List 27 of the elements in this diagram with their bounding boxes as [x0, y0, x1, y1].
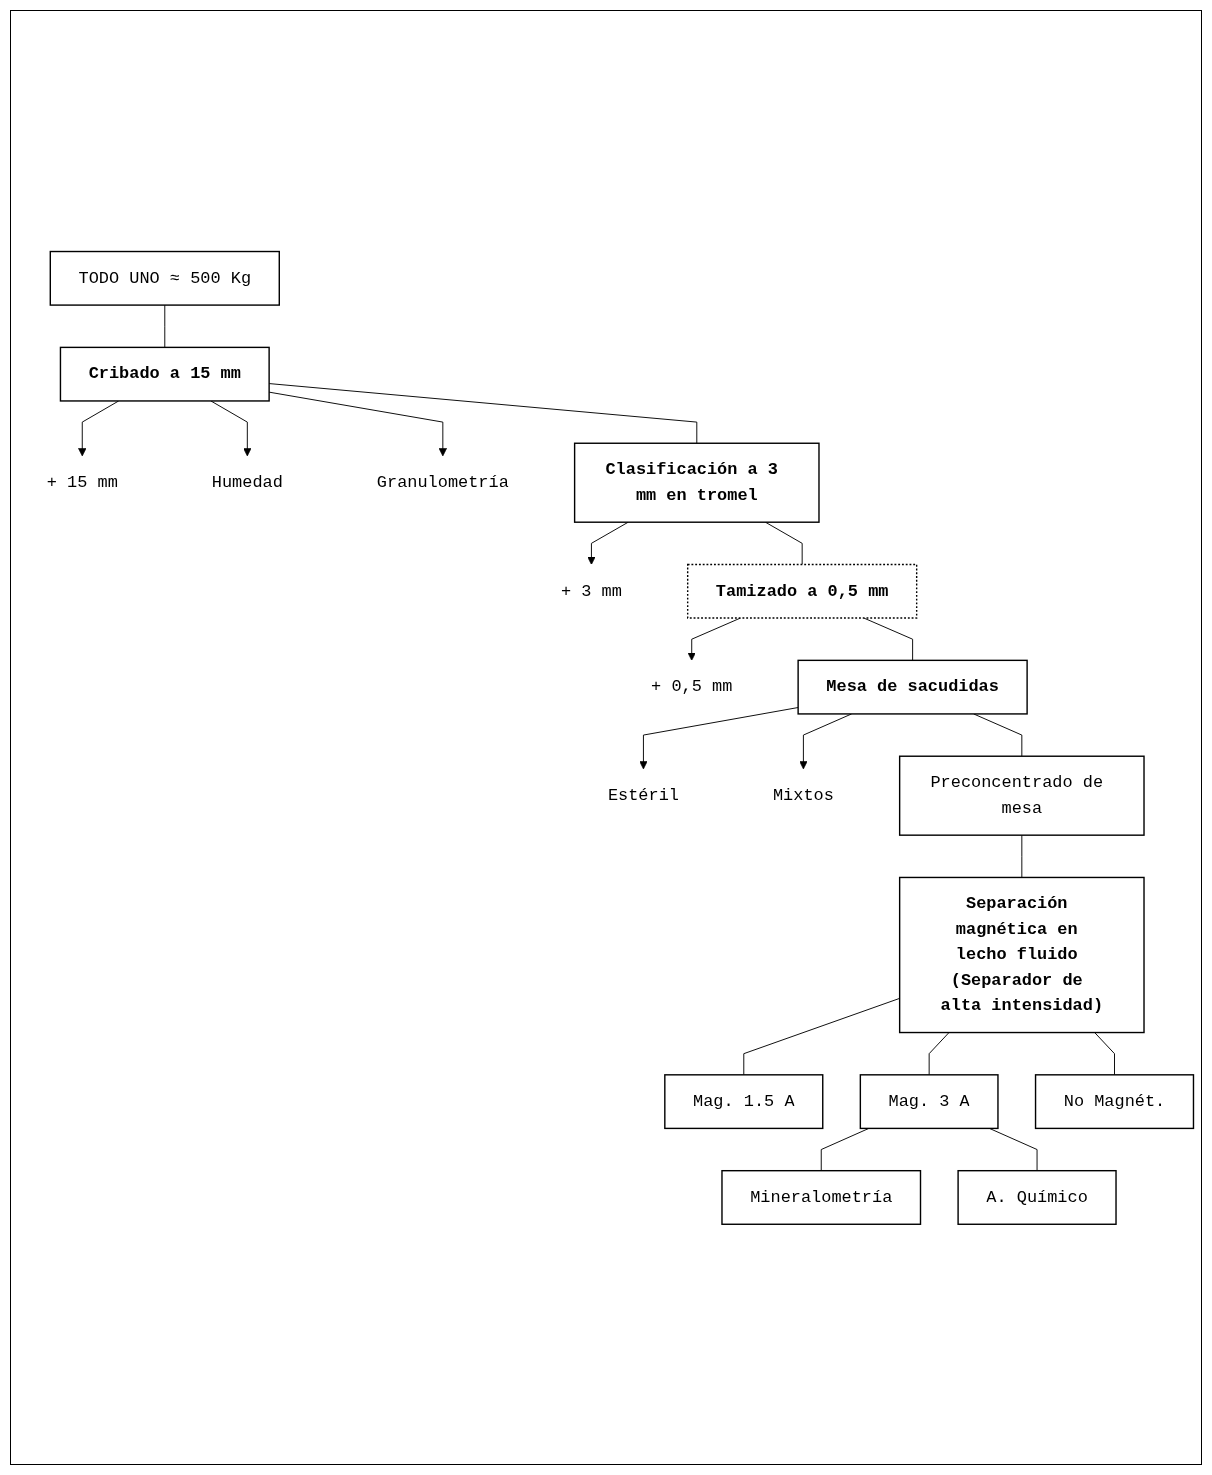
- node-box: Separación magnética en lecho fluido (Separador de alta intensidad): [898, 876, 1145, 1033]
- node-box: Cribado a 15 mm: [59, 346, 270, 402]
- node-box: Mag. 3 A: [859, 1073, 999, 1129]
- node-text: Mixtos: [772, 785, 834, 805]
- node-box: Mineralometría: [721, 1169, 922, 1225]
- node-text: + 15 mm: [46, 472, 118, 492]
- connector: [1094, 1031, 1115, 1075]
- connector: [989, 1127, 1038, 1171]
- connector: [1021, 834, 1023, 878]
- connector: [764, 521, 803, 565]
- node-text: + 0,5 mm: [651, 676, 733, 696]
- connector: [164, 304, 166, 348]
- connector: [973, 713, 1023, 757]
- connector: [928, 1031, 950, 1075]
- node-box: Mag. 1.5 A: [664, 1073, 824, 1129]
- node-box: TODO UNO ≈ 500 Kg: [49, 250, 280, 306]
- node-text: Humedad: [211, 472, 283, 492]
- node-box: A. Químico: [957, 1169, 1117, 1225]
- connector: [863, 617, 914, 661]
- node-box: Clasificación a 3 mm en tromel: [573, 442, 820, 523]
- node-text: Granulometría: [376, 472, 509, 492]
- node-text: Estéril: [607, 785, 679, 805]
- node-box: No Magnét.: [1034, 1073, 1195, 1129]
- node-text: + 3 mm: [560, 581, 622, 600]
- node-box: Tamizado a 0,5 mm: [686, 563, 918, 619]
- node-box: Mesa de sacudidas: [797, 659, 1028, 715]
- node-box: Preconcentrado de mesa: [898, 755, 1145, 836]
